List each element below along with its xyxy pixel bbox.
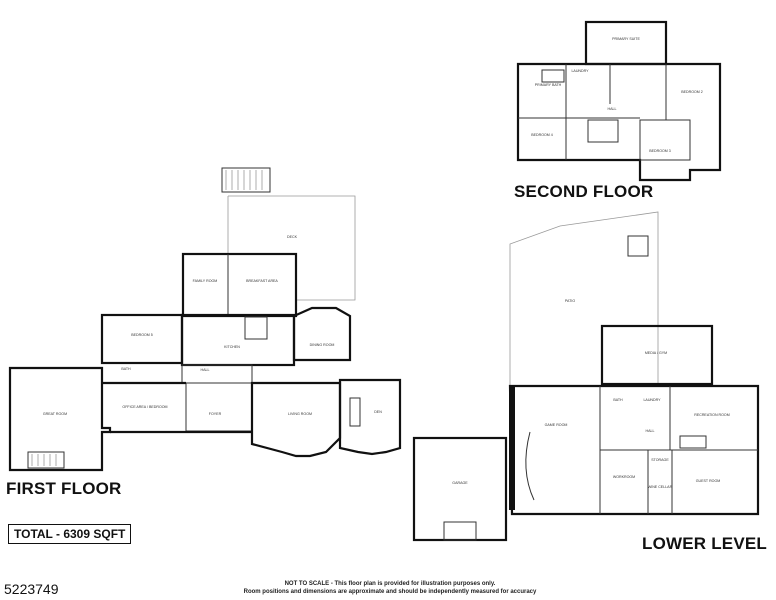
room-label-workroom: WORKROOM xyxy=(613,475,635,479)
patio-outline xyxy=(509,211,659,386)
den-outline xyxy=(338,378,402,456)
listing-id: 5223749 xyxy=(4,581,59,597)
bedroom5-outline xyxy=(100,313,184,365)
room-label-family-room: FAMILY ROOM xyxy=(193,279,218,283)
room-label-living-room: LIVING ROOM xyxy=(288,412,312,416)
deck-stairs xyxy=(221,167,271,193)
room-label-primary-bath: PRIMARY BATH xyxy=(535,83,562,87)
room-label-bath-lower: BATH xyxy=(613,398,623,402)
first-floor-plan xyxy=(8,167,402,472)
room-label-media: MEDIA / GYM xyxy=(645,351,667,355)
first-floor-title: FIRST FLOOR xyxy=(6,479,122,498)
disclaimer-line-1: NOT TO SCALE - This floor plan is provid… xyxy=(284,581,496,587)
room-label-patio: PATIO xyxy=(565,299,575,303)
total-sqft-box: TOTAL - 6309 SQFT xyxy=(8,524,132,544)
room-label-foyer: FOYER xyxy=(209,412,222,416)
second-floor-outline xyxy=(516,62,722,182)
room-label-dining-room: DINING ROOM xyxy=(310,343,335,347)
living-room-outline xyxy=(250,381,342,458)
game-rec-block xyxy=(508,384,760,516)
room-label-recreation: RECREATION ROOM xyxy=(694,413,729,417)
room-label-laundry-lower: LAUNDRY xyxy=(643,398,661,402)
room-label-hall-first: HALL xyxy=(201,368,210,372)
room-label-kitchen: KITCHEN xyxy=(224,345,240,349)
room-label-garage: GARAGE xyxy=(452,481,468,485)
great-room-outline xyxy=(8,366,112,472)
lower-level-plan xyxy=(412,211,760,542)
second-floor-plan xyxy=(516,20,722,182)
room-label-hall-lower: HALL xyxy=(646,429,655,433)
room-label-deck: DECK xyxy=(287,235,298,239)
room-label-bedroom3: BEDROOM 3 xyxy=(649,149,671,153)
media-gym-outline xyxy=(600,324,714,386)
second-floor-title: SECOND FLOOR xyxy=(514,182,654,201)
kitchen-outline xyxy=(180,313,296,367)
room-label-bedroom2: BEDROOM 2 xyxy=(681,90,703,94)
room-label-bedroom5: BEDROOM 5 xyxy=(131,333,153,337)
room-label-office: OFFICE AREA / BEDROOM xyxy=(122,405,167,409)
dining-room-outline xyxy=(292,306,352,362)
room-label-bath-first: BATH xyxy=(121,367,131,371)
room-label-wine-cellar: WINE CELLAR xyxy=(648,485,673,489)
room-label-breakfast-area: BREAKFAST AREA xyxy=(246,279,278,283)
lower-level-title: LOWER LEVEL xyxy=(642,534,767,553)
disclaimer-line-2: Room positions and dimensions are approx… xyxy=(243,589,537,595)
room-label-primary-suite: PRIMARY SUITE xyxy=(612,37,640,41)
room-label-hall-second: HALL xyxy=(608,107,617,111)
room-label-den: DEN xyxy=(374,410,382,414)
deck-outline xyxy=(228,195,356,301)
room-label-storage: STORAGE xyxy=(651,458,669,462)
family-breakfast-block xyxy=(181,252,298,318)
garage-outline xyxy=(412,436,508,542)
room-label-bedroom4: BEDROOM 4 xyxy=(531,133,553,137)
room-label-great-room: GREAT ROOM xyxy=(43,412,67,416)
room-label-laundry-second: LAUNDRY xyxy=(571,69,589,73)
room-label-game-room: GAME ROOM xyxy=(545,423,568,427)
disclaimer: NOT TO SCALE - This floor plan is provid… xyxy=(190,580,590,596)
room-label-guest-room: GUEST ROOM xyxy=(696,479,721,483)
primary-suite-outline xyxy=(584,20,668,66)
